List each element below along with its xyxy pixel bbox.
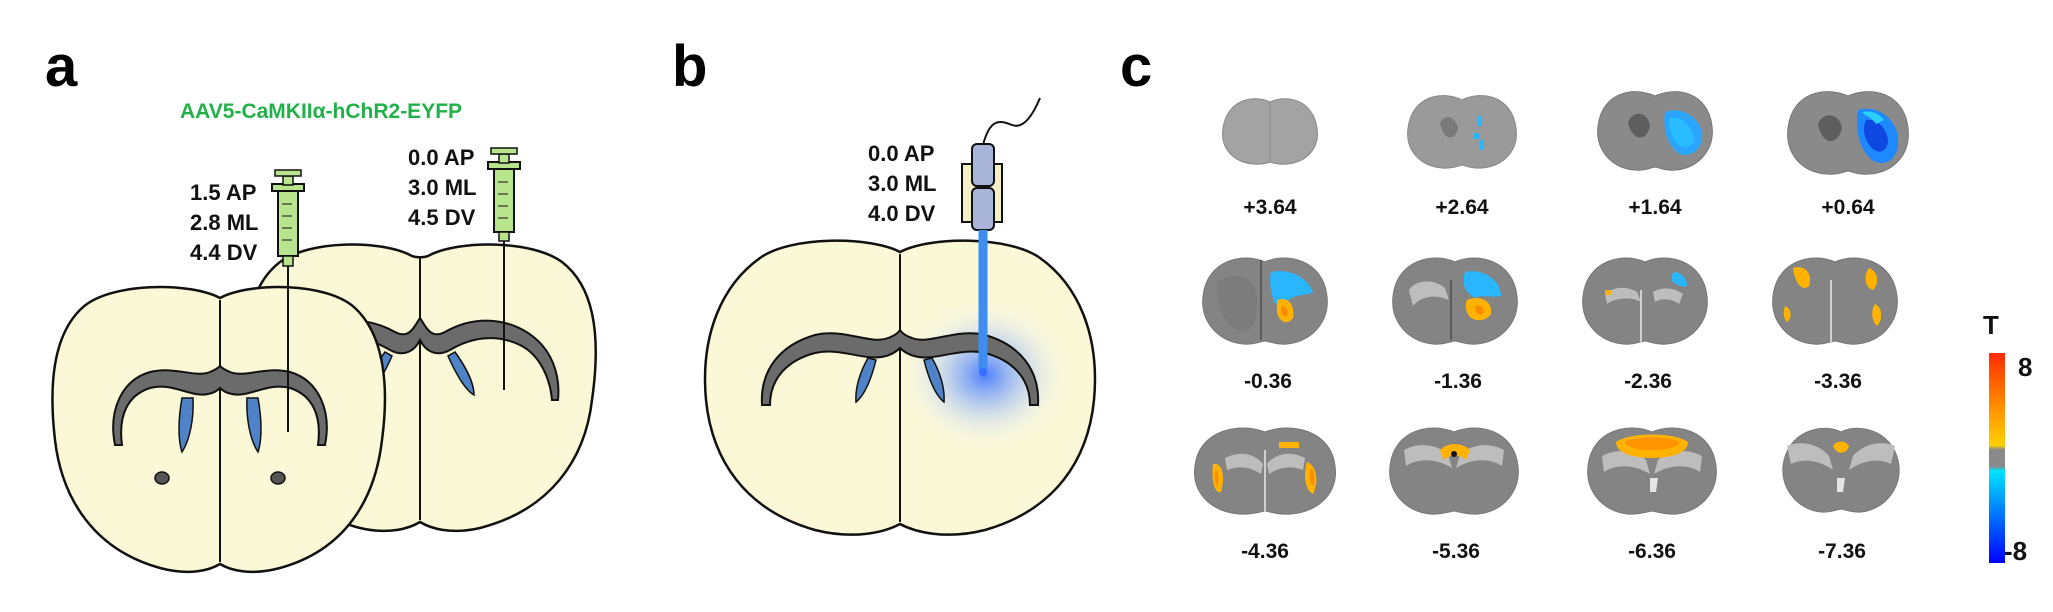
panel-a-letter: a	[45, 34, 78, 99]
slice-6	[1392, 257, 1518, 345]
colorbar-gradient	[1989, 353, 2005, 563]
slice-7	[1582, 257, 1708, 345]
colorbar-max-label: 8	[2018, 352, 2033, 382]
slice-label-2: +2.64	[1435, 196, 1489, 219]
panel-c-slices	[1194, 91, 1909, 515]
slice-12	[1782, 427, 1900, 513]
fiber-ml: 3.0 ML	[868, 171, 937, 196]
injection1-coordinates: 1.5 AP 2.8 ML 4.4 DV	[190, 178, 258, 268]
slice-label-10: -5.36	[1432, 540, 1480, 563]
injection2-ap: 0.0 AP	[408, 145, 475, 170]
slice-label-8: -3.36	[1814, 370, 1862, 393]
slice-label-11: -6.36	[1628, 540, 1676, 563]
slice-8	[1772, 257, 1898, 345]
injection1-dv: 4.4 DV	[190, 240, 258, 265]
slice-11	[1587, 427, 1717, 515]
panel-c-letter: c	[1120, 34, 1153, 99]
slice-1	[1222, 98, 1318, 165]
injection2-dv: 4.5 DV	[408, 205, 476, 230]
slice-3	[1597, 91, 1713, 171]
injection2-coordinates: 0.0 AP 3.0 ML 4.5 DV	[408, 143, 476, 233]
slice-9	[1194, 427, 1336, 515]
syringe-2-icon	[487, 147, 521, 390]
slice-label-1: +3.64	[1243, 196, 1297, 219]
virus-construct-label: AAV5-CaMKIIα-hChR2-EYFP	[180, 100, 463, 123]
slice-4	[1787, 91, 1909, 175]
slice-label-3: +1.64	[1628, 196, 1682, 219]
slice-label-5: -0.36	[1244, 370, 1292, 393]
slice-label-12: -7.36	[1818, 540, 1866, 563]
panel-b-letter: b	[672, 34, 708, 99]
colorbar-title: T	[1983, 310, 1999, 340]
injection1-ml: 2.8 ML	[190, 210, 259, 235]
colorbar-min-label: -8	[2004, 536, 2028, 566]
panel-b-diagram	[703, 97, 1097, 536]
anterior-brain-section	[51, 285, 387, 574]
slice-5	[1202, 257, 1328, 345]
slice-label-6: -1.36	[1434, 370, 1482, 393]
panel-a-diagram	[51, 147, 597, 574]
fiber-coordinates: 0.0 AP 3.0 ML 4.0 DV	[868, 139, 936, 229]
injection1-ap: 1.5 AP	[190, 180, 257, 205]
slice-label-7: -2.36	[1624, 370, 1672, 393]
slice-label-4: +0.64	[1821, 196, 1875, 219]
injection2-ml: 3.0 ML	[408, 175, 477, 200]
fiber-dv: 4.0 DV	[868, 201, 936, 226]
slice-2	[1407, 95, 1517, 169]
optic-fiber-icon	[961, 97, 1041, 376]
syringe-1-icon	[271, 169, 305, 432]
slice-label-9: -4.36	[1241, 540, 1289, 563]
slice-10	[1389, 427, 1519, 515]
fiber-ap: 0.0 AP	[868, 141, 935, 166]
